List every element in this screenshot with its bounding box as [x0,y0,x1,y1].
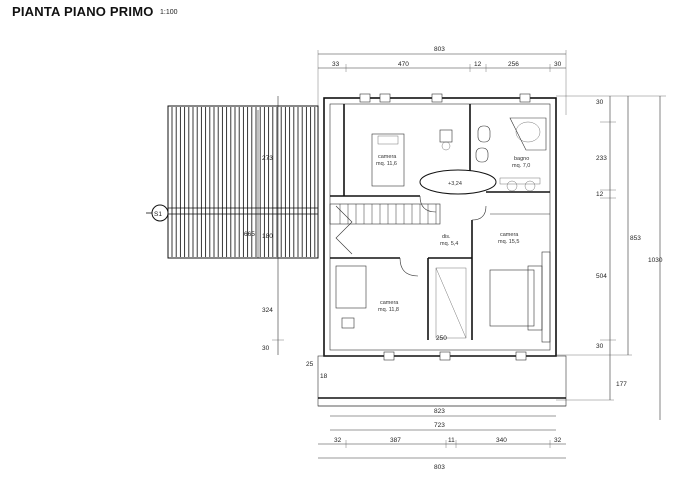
dim-bottom-part-3: 11 [448,437,455,444]
dim-right-inner: 853 [630,235,641,242]
dim-bottom-mid: 823 [434,408,445,415]
room-2-area: mq. 7,0 [512,163,530,169]
dim-small-1: 25 [306,361,314,368]
dim-left-upper: 665 [244,231,255,238]
dim-right-part-3: 12 [596,191,604,198]
dim-right-part-1: 30 [596,99,604,106]
right-dimension-lines: 30 233 12 504 30 177 853 1030 [556,95,666,420]
dim-small-2: 250 [436,335,447,342]
dim-right-outer: 1030 [648,257,663,264]
room-4-name: camera [500,232,519,238]
dim-top-total: 803 [434,46,445,53]
roof-hatch-area [167,105,319,259]
section-marker: S1 [146,204,169,222]
bottom-dimension-lines: 823 723 32 387 11 340 32 803 [318,408,566,471]
dim-left-part-1: 273 [262,155,273,162]
bathtub [509,117,547,151]
level-marker: +3,24 [448,181,462,187]
room-labels: camera mq. 11,6 bagno mq. 7,0 dis. mq. 5… [376,154,530,313]
dim-right-part-4: 504 [596,273,607,280]
dim-bottom-part-1: 32 [334,437,342,444]
dim-bottom-inner: 723 [434,422,445,429]
dim-right-part-2: 233 [596,155,607,162]
dim-left-part-4: 30 [262,345,270,352]
bed-room-1 [371,133,405,187]
room-5-area: mq. 11,8 [378,307,399,313]
room-5-name: camera [380,300,399,306]
dim-top-part-1: 33 [332,61,340,68]
top-dimension-lines: 803 33 470 12 256 30 [317,46,567,115]
room-2-name: bagno [514,156,529,162]
dim-right-part-5: 30 [596,343,604,350]
toilet [477,125,491,143]
dim-left-part-2: 180 [262,233,273,240]
dim-small-3: 18 [320,373,328,380]
plan-scale: 1:100 [160,9,178,16]
furniture: +3,24 [335,93,551,361]
dim-bottom-part-2: 387 [390,437,401,444]
dim-top-part-3: 12 [474,61,482,68]
room-1-name: camera [378,154,397,160]
room-4-area: mq. 15,5 [498,239,519,245]
dim-top-part-2: 470 [398,61,409,68]
dim-bottom-part-5: 32 [554,437,562,444]
dim-top-part-5: 30 [554,61,562,68]
bidet [475,147,489,163]
staircase [329,203,441,255]
bed-room-4 [489,269,535,327]
room-3-name: dis. [442,234,451,240]
dim-right-part-6: 177 [616,381,627,388]
section-label: S1 [154,211,162,218]
room-1-area: mq. 11,6 [376,161,397,167]
room-3-area: mq. 5,4 [440,241,458,247]
dim-top-part-4: 256 [508,61,519,68]
plan-title: PIANTA PIANO PRIMO [12,4,154,19]
dim-left-part-3: 324 [262,307,273,314]
bed-room-5 [335,265,367,309]
dim-bottom-total: 803 [434,464,445,471]
dim-bottom-part-4: 340 [496,437,507,444]
